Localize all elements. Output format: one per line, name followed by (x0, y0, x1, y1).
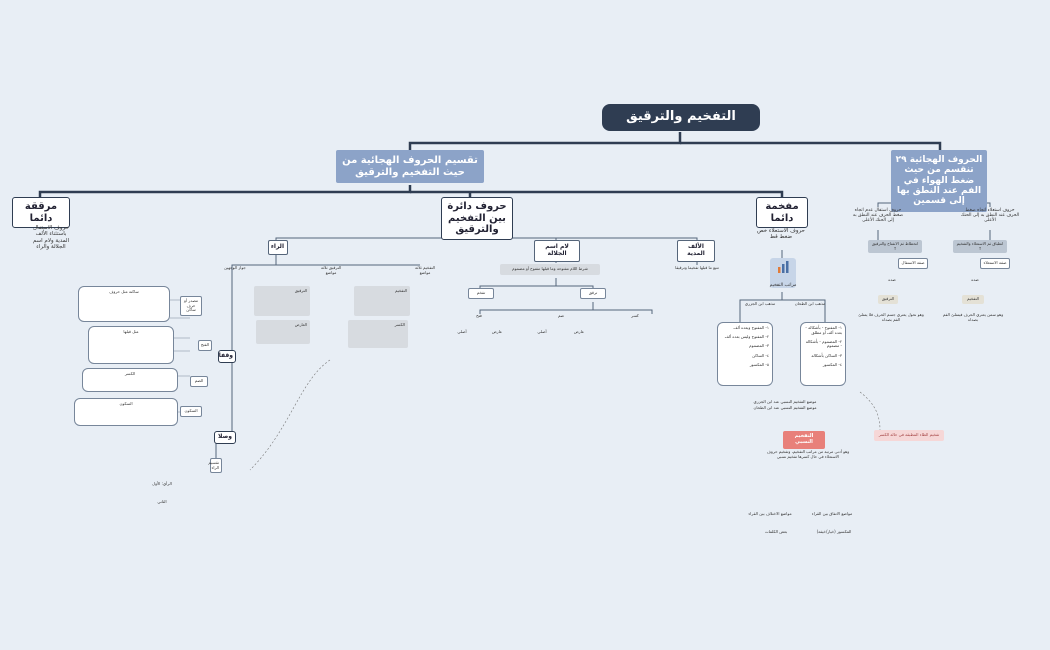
ra-w2: الفتح (198, 340, 212, 351)
ra-w3: الضم (190, 376, 208, 387)
lam-turaqq: ترقق (580, 288, 606, 299)
ra-wasl-sub: تقسيم الراء (208, 458, 222, 474)
lam-c5: كسر (631, 313, 639, 318)
ittifaq-words: المكسور (خيار/خيفة) (816, 529, 852, 534)
ikhtilaf-words: بعض الكلمات (764, 529, 788, 534)
lam-condition: شرط اللام مفتوحة وما قبلها مفتوح أو مضمو… (500, 264, 600, 275)
topic-lam-jalala: لام اسم الجلالة (534, 240, 580, 262)
lam-c7: عارض (491, 329, 503, 334)
ra-w4: السكون (180, 406, 202, 417)
ra-group4: السكون (74, 398, 178, 426)
didd-1: ضده (888, 277, 896, 282)
tarqiq-desc: وهو نحول يعتري جسم الحرف فلا يمتلئ الفم … (858, 312, 924, 322)
ikhtilaf: مواضع الاختلاف بين القراء (748, 511, 792, 516)
branch-daira: حروف دائرة بين التفخيم والترقيق (441, 197, 513, 240)
topic-alif: الألف المدية (677, 240, 715, 262)
ra-h3: جواز الوجهين (224, 265, 246, 270)
sifa-istila: صفة الاستعلاء (980, 258, 1010, 269)
ra-h1: التفخيم ثلاثة مواضع (414, 265, 436, 275)
ra-waqf: وقفا (218, 350, 236, 363)
ra-box1: التفخيم (354, 286, 410, 316)
topic-ra: الراء (268, 240, 288, 255)
maratib-h1: مذهب ابن الجزري (744, 301, 776, 306)
main-huruf-hijaiya: الحروف الهجائية ٢٩ تنقسم من حيث ضغط الهو… (891, 150, 987, 212)
muraqqaqa-text: حروف الاستفال باستثناء الألف المدية ولام… (32, 225, 70, 250)
ra-v2: الثاني (157, 499, 167, 504)
root-topic: التفخيم والترقيق (602, 104, 760, 131)
ra-box2: الترقيق (254, 286, 310, 316)
lam-c8: أصلي (537, 329, 547, 334)
lam-c9: عارض (573, 329, 585, 334)
maratib-h2: مذهب ابن الطحان (794, 301, 826, 306)
note-tahhan: موضع التفخيم النسبي عند ابن الطحان (753, 405, 817, 410)
chart-icon-card (770, 258, 796, 288)
sifa-istifal: صفة الاستفال (898, 258, 928, 269)
lam-c4: ضم (557, 313, 565, 318)
maratib-list-right: ١- المفتوح - بأشكاله - بعده ألف أو مطلق … (800, 322, 846, 386)
lam-c6: أصلي (457, 329, 467, 334)
ra-box3: الكسر (348, 320, 408, 348)
istifal-text: حروف استفال عدم اتجاه ضغط الحرف عند النط… (852, 208, 904, 224)
g1-box: انحطاط ثم الانفتاح والترقيق ↑ (868, 240, 922, 254)
ra-group1: ساكنة مثل حروف (78, 286, 170, 322)
maratib-title: مراتب التفخيم (769, 283, 797, 288)
branch-mufakhkhama: مفخمة دائما (756, 197, 808, 228)
ittifaq: مواضع الاتفاق بين القراء (811, 511, 853, 516)
lam-c3: فتح (476, 313, 482, 318)
note-jazari: موضع التفخيم النسبي عند ابن الجزري (753, 399, 817, 404)
alif-desc: تتبع ما قبلها تفخيما وترقيقا (675, 265, 719, 270)
nisbi-body: وهو أدنى مرتبة من مراتب التفخيم، وتفخيم … (766, 449, 850, 459)
nisbi-tag: التفخيم النسبي (783, 431, 825, 449)
tafkhim-tag: التفخيم (962, 295, 984, 304)
bar-chart-icon (778, 261, 789, 273)
lam-tufakh: تفخم (468, 288, 494, 299)
istila-text: حروف استعلاء اتجاه ضغط الحرف عند النطق ب… (960, 208, 1020, 224)
ra-group2: مثل قبلها (88, 326, 174, 364)
tafkhim-desc: وهو سمن يعتري الحرف فيمتلئ الفم بصداه (942, 312, 1004, 322)
ra-group3: الكسر (82, 368, 178, 392)
mufakhkhama-text: حروف الاستعلاء خص ضغط قط (757, 228, 805, 241)
ra-w1: مصدر أو حرف ساكن (180, 296, 202, 316)
ra-wasl: وصلا (214, 431, 236, 444)
pink-note: تفخيم الطاء المطبقة في حالة الكسر (874, 430, 944, 441)
g2-box: انطباق ثم الاستعلاء والتفخيم ↑ (953, 240, 1007, 254)
didd-2: ضده (971, 277, 979, 282)
main-taqsim: تقسيم الحروف الهجائية من حيث التفخيم وال… (336, 150, 484, 183)
maratib-list-left: ١- المفتوح وبعده ألف ٢- المفتوح وليس بعد… (717, 322, 773, 386)
branch-muraqqaqa: مرققة دائما (12, 197, 70, 228)
tarqiq-tag: الترقيق (878, 295, 898, 304)
ra-v1: الرأي: الأول (152, 481, 172, 486)
ra-box4: العارض (256, 320, 310, 344)
ra-h2: الترقيق ثلاثة مواضع (320, 265, 342, 275)
